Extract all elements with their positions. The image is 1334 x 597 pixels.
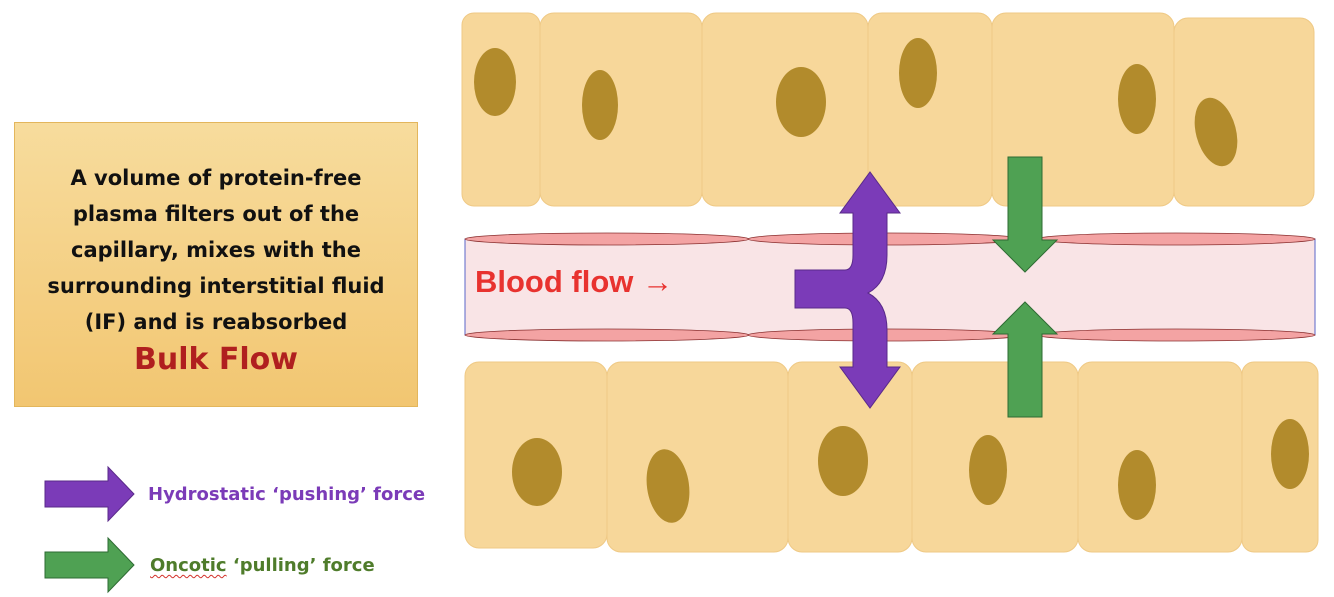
cell-nucleus xyxy=(776,67,826,137)
cell-nucleus xyxy=(1194,97,1238,167)
oncotic-force-arrow-up xyxy=(991,301,1059,418)
cell xyxy=(539,12,703,207)
oncotic-force-arrow-down xyxy=(991,156,1059,273)
cell-nucleus xyxy=(818,426,868,496)
cell-nucleus xyxy=(646,449,690,523)
legend-oncotic-label: Oncotic ‘pulling’ force xyxy=(150,555,375,576)
bulk-flow-description: A volume of protein-free plasma filters … xyxy=(47,166,385,334)
endothelial-cell xyxy=(464,232,750,246)
endothelial-cell xyxy=(1036,328,1316,342)
capillary xyxy=(464,232,1316,342)
cell xyxy=(1077,361,1243,553)
hydrostatic-force-arrow xyxy=(794,171,901,409)
endothelial-cell xyxy=(464,328,750,342)
cell-nucleus xyxy=(1118,64,1156,134)
endothelial-cell xyxy=(1036,232,1316,246)
cell-nucleus xyxy=(899,38,937,108)
oncotic-word: Oncotic xyxy=(150,555,227,576)
cell xyxy=(1173,17,1315,207)
legend-hydrostatic-arrow xyxy=(44,465,135,523)
bulk-flow-title: Bulk Flow xyxy=(133,342,298,377)
cell-nucleus xyxy=(1118,450,1156,520)
cell-nucleus xyxy=(582,70,618,140)
cell xyxy=(606,361,789,553)
legend-oncotic-arrow xyxy=(44,536,135,594)
oncotic-rest: ‘pulling’ force xyxy=(226,555,375,576)
cell-nucleus xyxy=(512,438,562,506)
bulk-flow-info-box: A volume of protein-free plasma filters … xyxy=(14,122,418,407)
cell-nucleus xyxy=(474,48,516,116)
cell-nucleus xyxy=(1271,419,1309,489)
bottom-cell-row xyxy=(464,361,1319,553)
blood-flow-label: Blood flow → xyxy=(475,264,674,299)
legend-hydrostatic-label: Hydrostatic ‘pushing’ force xyxy=(148,484,426,505)
cell-nucleus xyxy=(969,435,1007,505)
cell xyxy=(867,12,993,207)
top-cell-row xyxy=(461,12,1315,207)
